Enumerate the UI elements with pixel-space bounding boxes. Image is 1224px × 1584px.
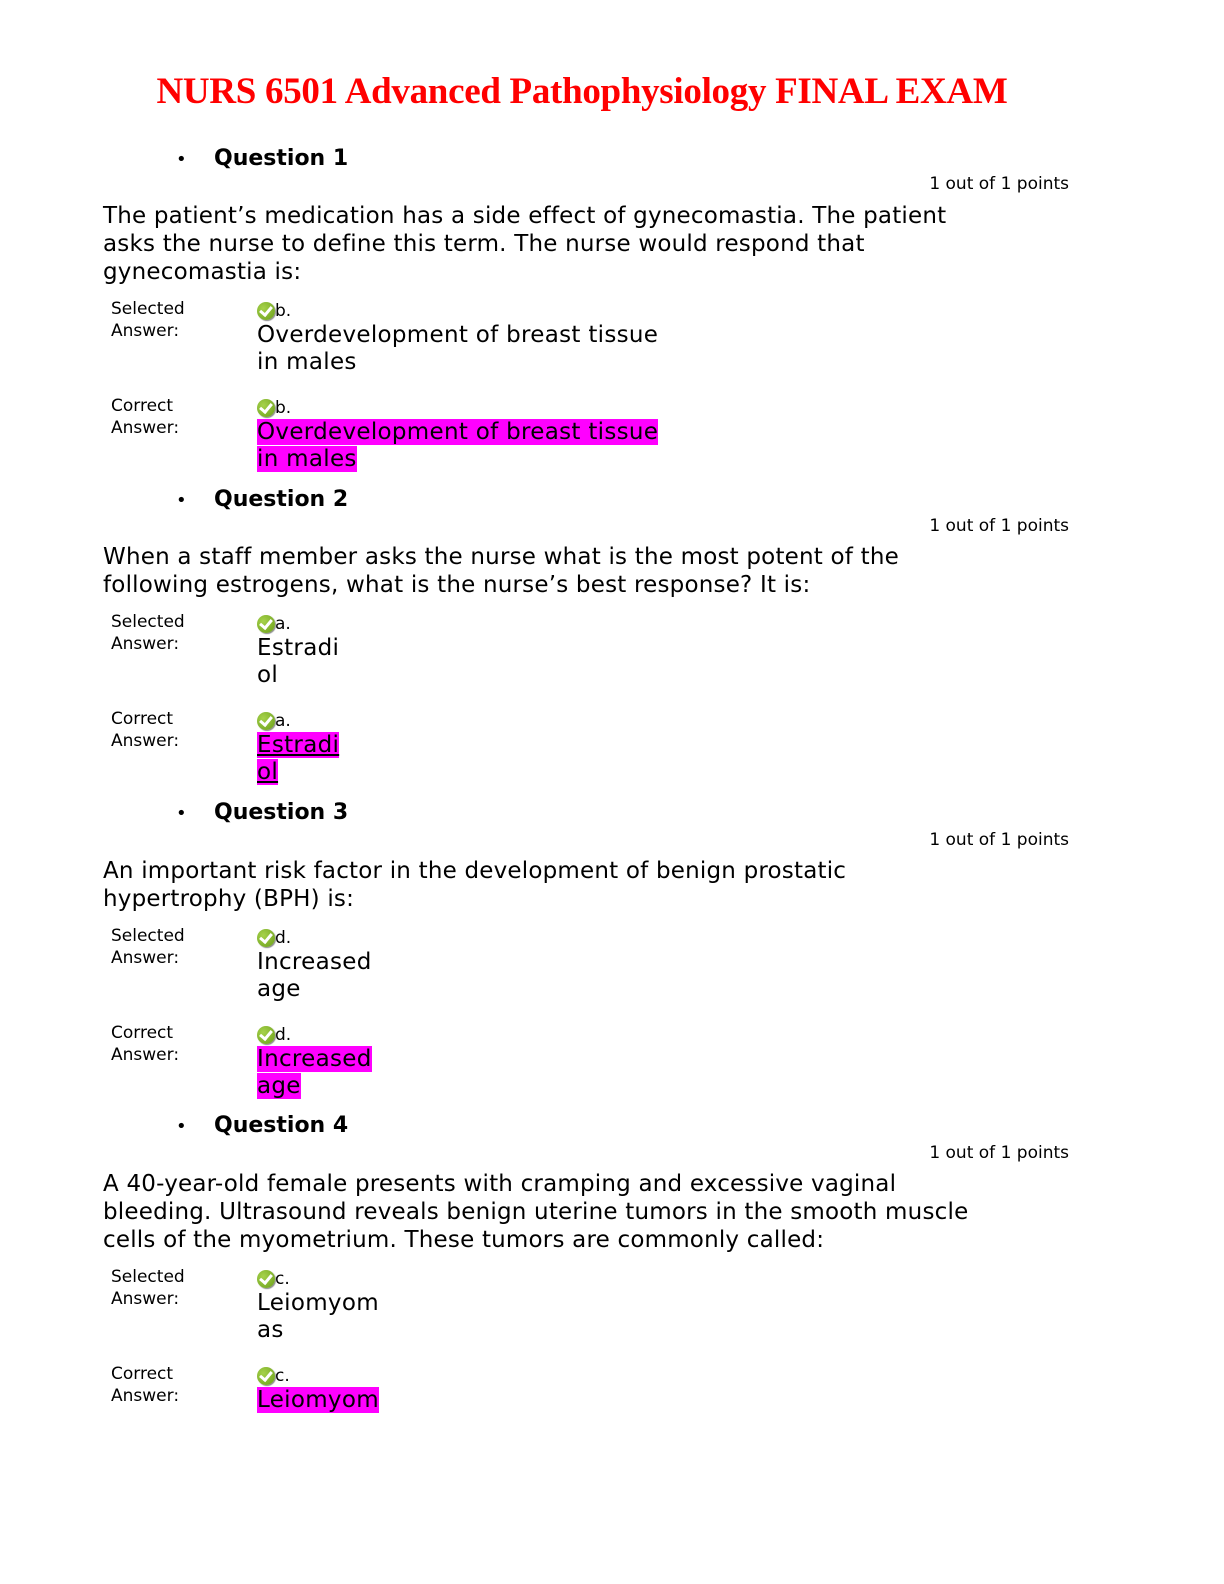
- check-icon: [257, 615, 275, 633]
- check-icon: [257, 1367, 275, 1385]
- check-icon: [257, 1026, 275, 1044]
- question-heading-text: Question 4: [214, 1113, 349, 1138]
- question-text: An important risk factor in the developm…: [103, 858, 847, 912]
- bullet-icon: •: [176, 490, 187, 511]
- points-score: 1 out of 1 points: [929, 1143, 1069, 1163]
- question-heading: • Question 1: [176, 146, 348, 171]
- correct-answer: c. Leiomyom: [257, 1366, 379, 1413]
- question-text: The patient’s medication has a side effe…: [103, 203, 947, 285]
- check-icon: [257, 399, 275, 417]
- check-icon: [257, 302, 275, 320]
- bullet-icon: •: [176, 1116, 187, 1137]
- question-heading-text: Question 2: [214, 487, 349, 512]
- bullet-icon: •: [176, 149, 187, 170]
- check-icon: [257, 712, 275, 730]
- question-heading: • Question 2: [176, 487, 348, 512]
- points-score: 1 out of 1 points: [929, 516, 1069, 536]
- question-text: When a staff member asks the nurse what …: [103, 544, 899, 598]
- question-heading: • Question 3: [176, 800, 348, 825]
- question-heading-text: Question 1: [214, 146, 349, 171]
- document-title: NURS 6501 Advanced Pathophysiology FINAL…: [156, 71, 1008, 112]
- points-score: 1 out of 1 points: [929, 830, 1069, 850]
- bullet-icon: •: [176, 803, 187, 824]
- question-heading-text: Question 3: [214, 800, 349, 825]
- question-heading: • Question 4: [176, 1113, 348, 1138]
- check-icon: [257, 929, 275, 947]
- check-icon: [257, 1270, 275, 1288]
- points-score: 1 out of 1 points: [929, 174, 1069, 194]
- question-text: A 40-year-old female presents with cramp…: [103, 1171, 969, 1253]
